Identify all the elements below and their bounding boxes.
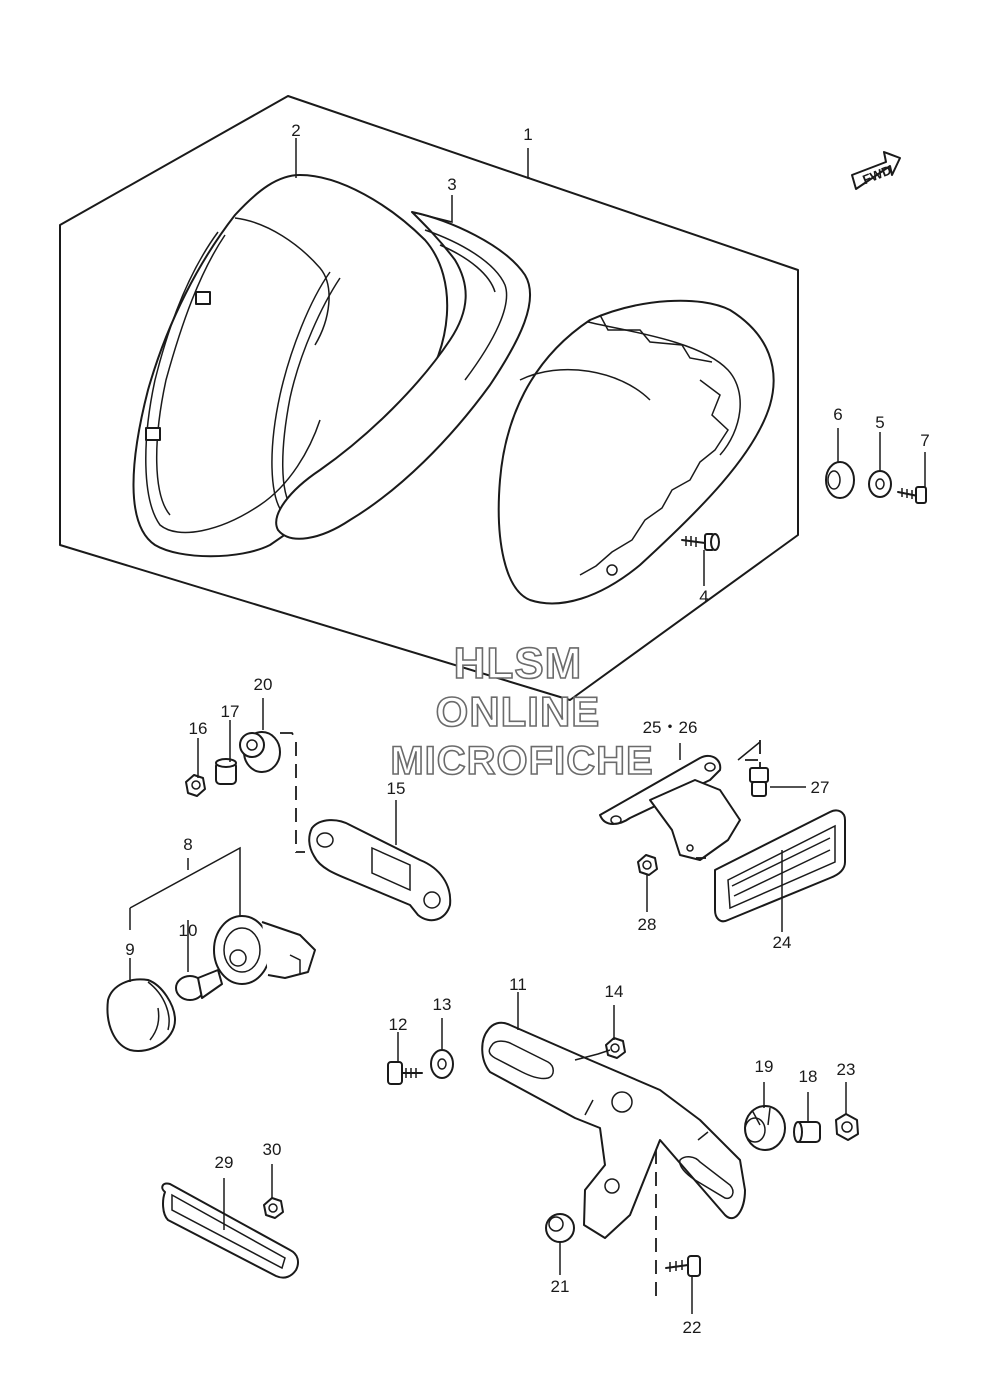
leader-27b xyxy=(737,741,761,761)
callout-2: 2 xyxy=(291,121,300,140)
part-7-screw xyxy=(897,486,927,504)
callout-23: 23 xyxy=(837,1060,856,1079)
part-13-washer xyxy=(430,1049,454,1079)
callout-numbers: 1 2 3 4 5 6 7 8 9 10 11 12 13 14 15 16 1… xyxy=(125,121,929,1337)
part-5-washer xyxy=(868,470,892,498)
part-3-gasket xyxy=(275,211,532,540)
callout-24: 24 xyxy=(773,933,792,952)
callout-10: 10 xyxy=(179,921,198,940)
callout-14: 14 xyxy=(605,982,624,1001)
callout-16: 16 xyxy=(189,719,208,738)
part-27-bolt xyxy=(749,767,769,797)
watermark-line-3: MICROFICHE xyxy=(390,739,653,783)
callout-9: 9 xyxy=(125,940,134,959)
callout-21: 21 xyxy=(551,1277,570,1296)
callout-30: 30 xyxy=(263,1140,282,1159)
callout-6: 6 xyxy=(833,405,842,424)
part-28-nut xyxy=(637,854,658,876)
callout-15: 15 xyxy=(387,779,406,798)
callout-11: 11 xyxy=(509,975,527,994)
fwd-label: FWD xyxy=(860,162,893,187)
part-8-socket xyxy=(213,915,316,985)
callout-29: 29 xyxy=(215,1153,234,1172)
part-6-grommet xyxy=(825,461,855,499)
callout-1: 1 xyxy=(523,125,532,144)
callout-22: 22 xyxy=(683,1318,702,1337)
part-30-nut xyxy=(263,1197,284,1219)
callout-leaders xyxy=(129,138,926,1314)
part-19-grommet xyxy=(744,1105,786,1151)
callout-4: 4 xyxy=(699,587,708,606)
part-12-bolt xyxy=(387,1061,423,1085)
part-29-reflector xyxy=(161,1182,299,1279)
callout-20: 20 xyxy=(254,675,273,694)
part-22-bolt xyxy=(665,1255,701,1277)
callout-13: 13 xyxy=(433,995,452,1014)
leader-20-15 xyxy=(280,732,305,853)
callout-25-26: 25・26 xyxy=(643,718,698,737)
leader-8 xyxy=(129,846,241,930)
part-1-lamp-body xyxy=(497,299,775,605)
watermark-line-1: HLSM xyxy=(454,639,583,688)
callout-18: 18 xyxy=(799,1067,818,1086)
part-20-grommet xyxy=(239,731,281,773)
watermark: HLSM ONLINE MICROFICHE xyxy=(390,638,654,784)
part-2-lens-housing xyxy=(132,174,449,558)
part-4-screw xyxy=(681,533,720,551)
callout-28: 28 xyxy=(638,915,657,934)
part-17-collar xyxy=(215,758,237,785)
part-10-bulb xyxy=(175,969,223,1001)
callout-27: 27 xyxy=(811,778,830,797)
callout-3: 3 xyxy=(447,175,456,194)
callout-5: 5 xyxy=(875,413,884,432)
part-21-collar xyxy=(545,1213,575,1243)
part-14-nut xyxy=(605,1037,626,1059)
assembly-frame xyxy=(59,95,799,701)
callout-8: 8 xyxy=(183,835,192,854)
callout-19: 19 xyxy=(755,1057,774,1076)
callout-7: 7 xyxy=(920,431,929,450)
part-25-26-bracket xyxy=(599,754,741,861)
part-11-plate-bracket xyxy=(481,1021,746,1239)
part-15-bracket xyxy=(308,819,452,922)
callout-12: 12 xyxy=(389,1015,408,1034)
part-23-nut xyxy=(835,1113,859,1141)
callout-17: 17 xyxy=(221,702,240,721)
fwd-arrow-icon: FWD xyxy=(851,151,901,190)
part-18-collar xyxy=(793,1121,821,1143)
part-9-lens xyxy=(106,978,176,1052)
part-16-nut xyxy=(185,774,206,797)
watermark-line-2: ONLINE xyxy=(436,688,601,735)
